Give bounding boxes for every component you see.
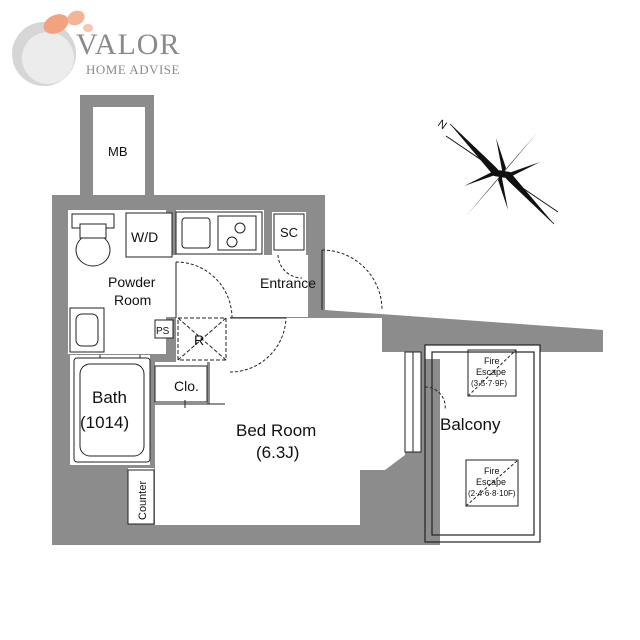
fire-escape-2-line1: Fire	[484, 466, 500, 476]
room-label-bedroom-1: Bed Room	[236, 421, 316, 440]
room-label-balcony: Balcony	[440, 415, 501, 434]
doors	[99, 249, 446, 411]
room-label-closet: Clo.	[174, 378, 199, 394]
refrigerator-space	[177, 317, 227, 361]
room-label-powder-2: Room	[114, 292, 151, 308]
room-label-bath-1: Bath	[92, 388, 127, 407]
fire-escape-1-line2: Escape	[476, 367, 506, 377]
room-label-powder-1: Powder	[108, 274, 156, 290]
balcony-window	[404, 351, 422, 453]
kitchen-counter	[175, 211, 263, 255]
logo-name: VALOR	[76, 28, 181, 61]
room-label-wd: W/D	[131, 229, 158, 245]
logo-tagline: HOME ADVISE	[86, 62, 180, 77]
bathtub-icon	[73, 357, 151, 463]
logo-mark	[12, 10, 93, 86]
room-label-bath-2: (1014)	[80, 413, 129, 432]
pipe-space	[154, 319, 174, 339]
fire-escape-hatch-2	[465, 459, 519, 507]
compass-icon	[445, 123, 559, 225]
room-label-entrance: Entrance	[260, 275, 316, 291]
toilet-icon	[71, 213, 115, 267]
wash-basin-icon	[69, 307, 105, 353]
compass-north-label: N	[435, 118, 448, 132]
room-label-sc: SC	[280, 225, 298, 240]
fire-escape-1-line3: (3·5·7·9F)	[471, 379, 507, 388]
shoe-closet	[273, 213, 305, 251]
room-label-counter: Counter	[137, 481, 149, 520]
fire-escape-2-line3: (2·4·6·8·10F)	[468, 489, 516, 498]
room-label-ps: PS	[156, 326, 170, 337]
fire-escape-hatch-1	[467, 349, 517, 397]
washer-dryer-space	[125, 212, 173, 258]
fire-escape-2-line2: Escape	[476, 477, 506, 487]
room-label-r: R	[194, 332, 204, 348]
fire-escape-1-line1: Fire	[484, 356, 500, 366]
room-label-bedroom-2: (6.3J)	[256, 443, 299, 462]
room-label-mb: MB	[108, 144, 128, 159]
closet	[154, 365, 225, 408]
balcony-outline	[424, 344, 541, 543]
counter	[127, 469, 155, 525]
